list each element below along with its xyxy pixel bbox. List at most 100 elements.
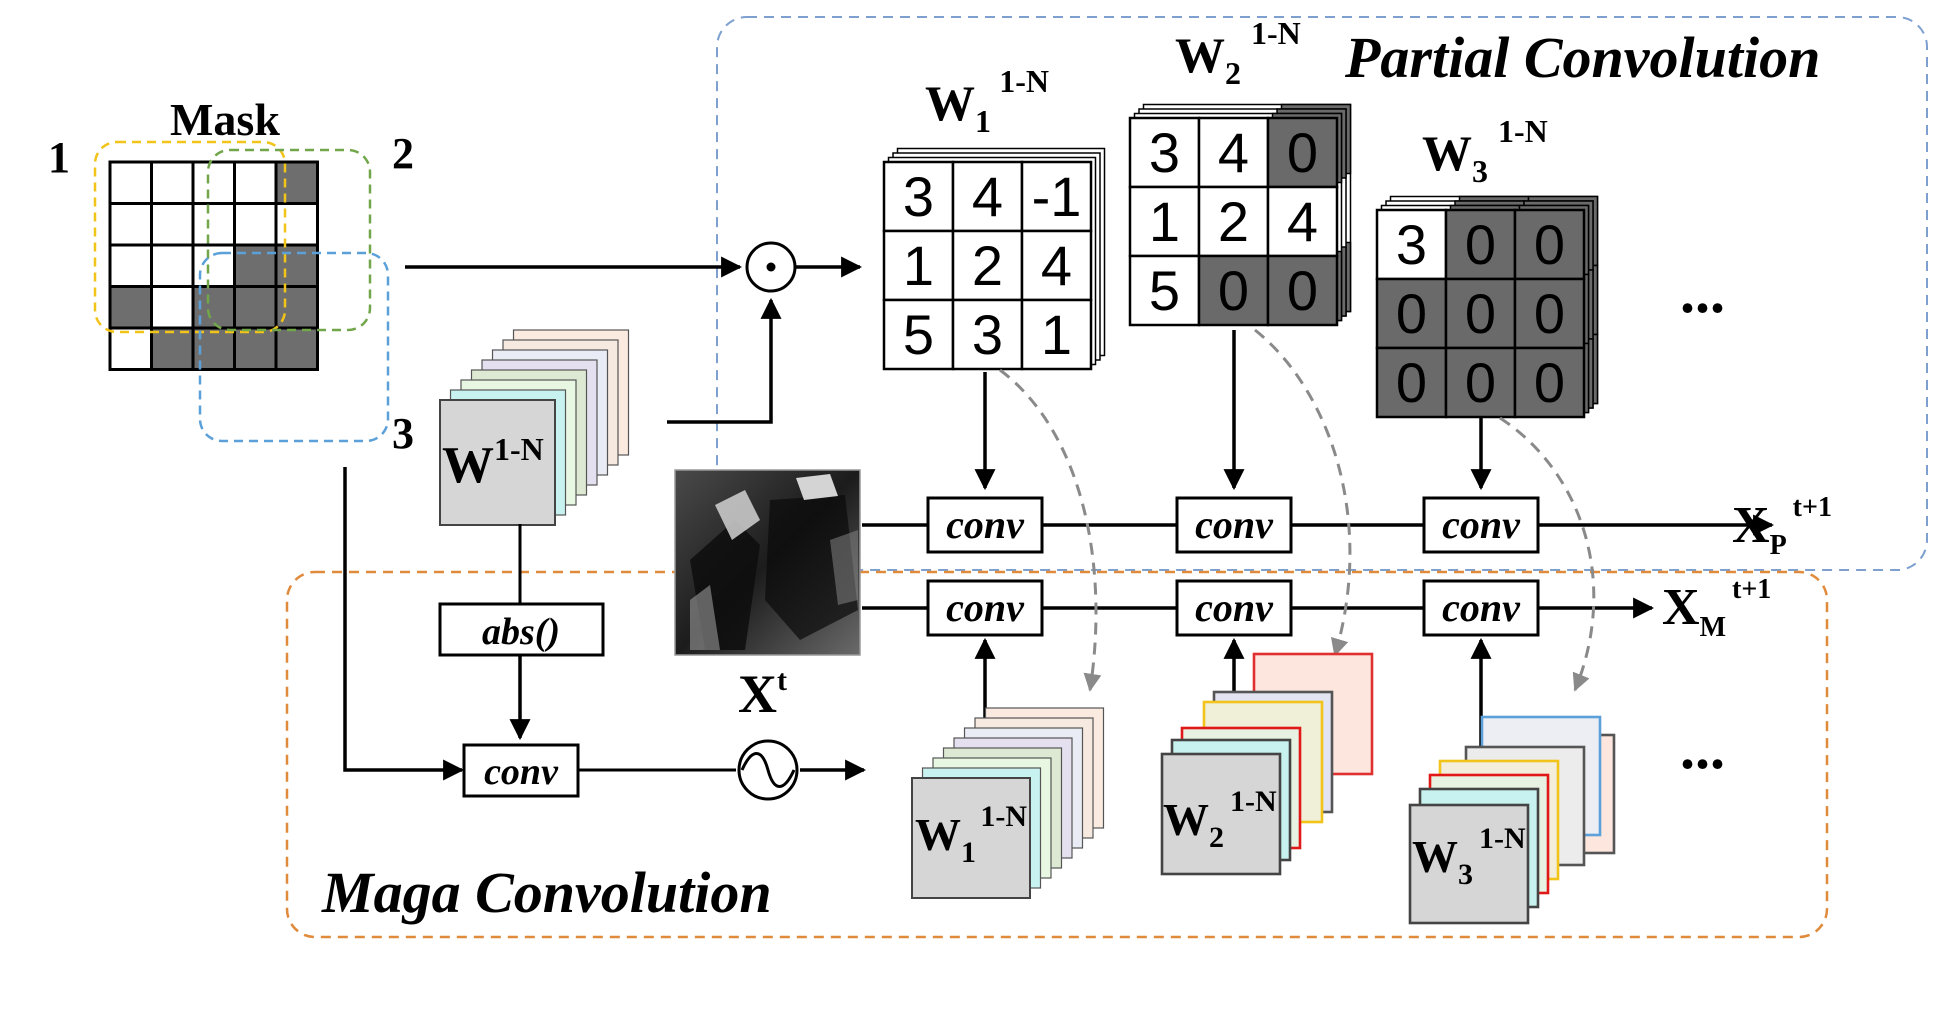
partial-weight-3-label: W31-N xyxy=(1422,113,1548,189)
maga-gate-conv-label: conv xyxy=(484,751,559,793)
mask-cell xyxy=(108,285,153,330)
partial-weight-1-label: W11-N xyxy=(925,63,1049,139)
matrix-cell xyxy=(1197,254,1270,327)
mask-cell xyxy=(108,202,153,247)
abs-op-box xyxy=(438,602,605,657)
maga-weight-stacks xyxy=(911,652,1616,925)
partial-conv-label-1: conv xyxy=(946,502,1025,547)
matrix-cell xyxy=(951,160,1024,233)
matrix-cell xyxy=(1375,208,1448,281)
activation-sine-wave xyxy=(740,752,796,788)
matrix-cell xyxy=(1513,346,1586,419)
matrix-cell-value: 5 xyxy=(1149,259,1180,322)
matrix-cell-value: 0 xyxy=(1465,282,1496,345)
maga-conv-box-1 xyxy=(926,579,1044,637)
matrix-cell-value: 3 xyxy=(972,303,1003,366)
mask-cell xyxy=(274,202,319,247)
matrix-cell-value: 0 xyxy=(1465,213,1496,276)
matrix-cell-value: 4 xyxy=(1041,234,1072,297)
matrix-cell-value: 0 xyxy=(1534,351,1565,414)
arrow-weight-to-multiply xyxy=(667,297,782,424)
mask-cell xyxy=(191,243,236,288)
maga-conv-title: Maga Convolution xyxy=(321,860,772,925)
mask-cell xyxy=(150,285,195,330)
mask-cell xyxy=(191,202,236,247)
matrix-cell xyxy=(1444,346,1517,419)
weight-layer xyxy=(1408,803,1530,925)
matrix-cell-value: 5 xyxy=(903,303,934,366)
matrix-cell-value: 1 xyxy=(1041,303,1072,366)
matrix-cell-value: 3 xyxy=(1396,213,1427,276)
mask-window-3 xyxy=(198,251,390,443)
mask-cell xyxy=(274,243,319,288)
maga-ellipsis: ... xyxy=(1680,715,1725,781)
matrix-cell-value: 0 xyxy=(1534,213,1565,276)
maga-conv-box-2 xyxy=(1175,579,1293,637)
mask-region-2-label: 2 xyxy=(392,129,414,178)
partial-conv-region xyxy=(716,16,1928,571)
weight-front xyxy=(911,777,1031,899)
mask-cell xyxy=(150,326,195,371)
output-partial-label: XPt+1 xyxy=(1732,492,1832,561)
arrow-mask-to-maga-conv xyxy=(343,467,465,781)
mask-window-2 xyxy=(206,148,372,332)
mask-label: Mask xyxy=(170,94,280,145)
partial-weight-2-label: W21-N xyxy=(1175,15,1301,91)
mask-cell xyxy=(233,202,278,247)
mask-cell xyxy=(233,243,278,288)
matrix-cell-value: 4 xyxy=(972,165,1003,228)
maga-weight-1-label: W11-N xyxy=(915,800,1027,869)
matrix-cell-value: 3 xyxy=(903,165,934,228)
abs-op-label: abs() xyxy=(482,611,560,653)
mask-cell xyxy=(233,285,278,330)
matrix-cell-value: 1 xyxy=(903,234,934,297)
matrix-cell-value: 0 xyxy=(1465,351,1496,414)
matrix-cell xyxy=(1020,229,1093,302)
matrix-cell-value: 0 xyxy=(1396,351,1427,414)
partial-conv-box-3 xyxy=(1422,496,1540,554)
dashed-arrow-w1 xyxy=(999,368,1102,692)
matrix-cell xyxy=(1020,298,1093,371)
mask-cell xyxy=(274,160,319,205)
mask-cell xyxy=(108,243,153,288)
matrix-cell-value: -1 xyxy=(1032,165,1082,228)
matrix-cell xyxy=(1375,346,1448,419)
matrix-cell xyxy=(882,229,955,302)
partial-conv-label-2: conv xyxy=(1195,502,1274,547)
dashed-arrow-w3 xyxy=(1499,416,1596,692)
matrix-cell-value: 0 xyxy=(1218,259,1249,322)
matrix-cell xyxy=(1266,254,1339,327)
matrix-cell-value: 0 xyxy=(1287,121,1318,184)
maga-conv-label-3: conv xyxy=(1442,585,1521,630)
mask-cell xyxy=(233,326,278,371)
matrix-cell-value: 4 xyxy=(1218,121,1249,184)
matrix-cell xyxy=(1513,277,1586,350)
mask-region-1-label: 1 xyxy=(48,133,70,182)
matrix-cell xyxy=(951,298,1024,371)
matrix-cell-value: 3 xyxy=(1149,121,1180,184)
mask-grid xyxy=(108,160,319,371)
elementwise-multiply-dot xyxy=(766,262,776,272)
matrix-cell-value: 4 xyxy=(1287,190,1318,253)
mask-cell xyxy=(150,160,195,205)
weight-layer xyxy=(1160,752,1282,876)
partial-conv-box-2 xyxy=(1175,496,1293,554)
maga-conv-region xyxy=(285,570,1829,939)
partial-conv-box-1 xyxy=(926,496,1044,554)
output-maga-label: XMt+1 xyxy=(1662,574,1771,643)
matrix-cell-value: 0 xyxy=(1396,282,1427,345)
mask-cell xyxy=(150,243,195,288)
input-depth-image xyxy=(674,469,861,656)
matrix-cell-value: 1 xyxy=(1149,190,1180,253)
matrix-cell-value: 2 xyxy=(972,234,1003,297)
maga-conv-box-3 xyxy=(1422,579,1540,637)
matrix-cell xyxy=(1266,116,1339,189)
dashed-arrow-w2 xyxy=(1254,328,1352,657)
partial-conv-label-3: conv xyxy=(1442,502,1521,547)
partial-conv-title: Partial Convolution xyxy=(1344,25,1820,90)
maga-conv-label-2: conv xyxy=(1195,585,1274,630)
maga-gate-conv-box xyxy=(462,743,580,798)
mask-region-3-label: 3 xyxy=(392,409,414,458)
matrix-cell-value: 2 xyxy=(1218,190,1249,253)
